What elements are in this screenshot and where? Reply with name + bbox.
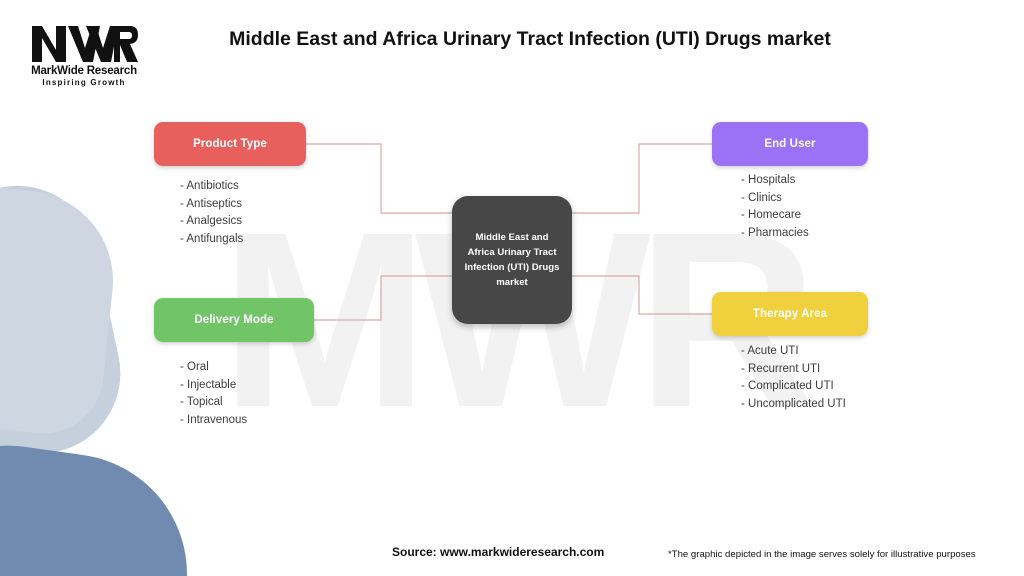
decorative-shape-light-blue: [0, 170, 136, 490]
list-item: - Oral: [180, 361, 209, 373]
decorative-shape-light-blue-2: [0, 176, 122, 440]
list-item: - Topical: [180, 396, 223, 409]
list-item: - Acute UTI: [741, 345, 799, 357]
list-item: - Hospitals: [741, 174, 796, 186]
list-item: - Pharmacies: [741, 226, 809, 239]
footer-source: Source: www.markwideresearch.com: [392, 545, 605, 559]
mwr-logo-icon: [16, 22, 152, 64]
footer-disclaimer: *The graphic depicted in the image serve…: [668, 549, 976, 560]
branch-node-delivery-mode[interactable]: Delivery Mode: [154, 298, 314, 342]
list-item: - Clinics: [741, 191, 782, 204]
branch-items-end-user: - Hospitals - Clinics - Homecare - Pharm…: [741, 172, 809, 242]
branch-label-delivery-mode: Delivery Mode: [194, 314, 274, 326]
decorative-shape-dark-blue: [0, 430, 203, 576]
list-item: - Antifungals: [180, 232, 244, 245]
branch-label-product-type: Product Type: [193, 138, 267, 150]
list-item: - Homecare: [741, 209, 802, 222]
list-item: - Antibiotics: [180, 180, 239, 192]
page-title: Middle East and Africa Urinary Tract Inf…: [229, 28, 831, 50]
branch-items-delivery-mode: - Oral - Injectable - Topical - Intraven…: [180, 359, 247, 429]
list-item: - Uncomplicated UTI: [741, 397, 846, 410]
list-item: - Injectable: [180, 378, 237, 391]
branch-label-end-user: End User: [764, 138, 816, 150]
list-item: - Analgesics: [180, 215, 243, 228]
list-item: - Recurrent UTI: [741, 362, 821, 375]
branch-label-therapy-area: Therapy Area: [752, 308, 828, 320]
list-item: - Complicated UTI: [741, 380, 834, 393]
logo-company-name: MarkWide Research: [31, 65, 137, 77]
branch-node-product-type[interactable]: Product Type: [154, 122, 306, 166]
branch-node-therapy-area[interactable]: Therapy Area: [712, 292, 868, 336]
branch-node-end-user[interactable]: End User: [712, 122, 868, 166]
list-item: - Intravenous: [180, 413, 248, 426]
branch-items-therapy-area: - Acute UTI - Recurrent UTI - Complicate…: [741, 343, 846, 413]
logo-tagline: Inspiring Growth: [42, 78, 126, 87]
branch-items-product-type: - Antibiotics - Antiseptics - Analgesics…: [180, 178, 243, 248]
center-node-label: Middle East and Africa Urinary Tract Inf…: [464, 232, 560, 288]
center-node[interactable]: Middle East and Africa Urinary Tract Inf…: [452, 196, 572, 324]
list-item: - Antiseptics: [180, 197, 242, 210]
brand-logo: MarkWide Research Inspiring Growth: [16, 22, 152, 87]
